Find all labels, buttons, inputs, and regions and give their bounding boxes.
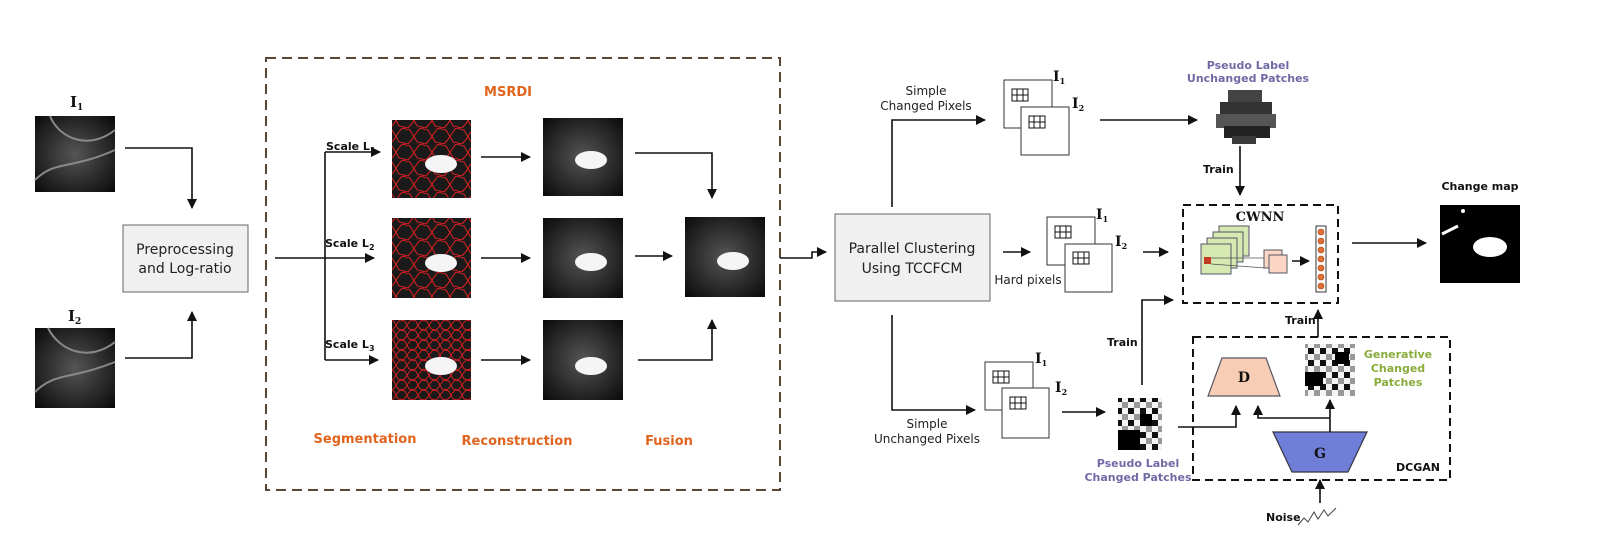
unchanged-patch-i1: I1 bbox=[1035, 351, 1047, 368]
segmentation-image-2 bbox=[392, 218, 471, 298]
stage-fusion: Fusion bbox=[645, 434, 693, 449]
change-map-image bbox=[1440, 205, 1520, 283]
hard-patch-i1: I1 bbox=[1096, 207, 1108, 224]
reconstruction-image-3 bbox=[543, 320, 623, 400]
pseudo-changed-label-1: Pseudo Label bbox=[1097, 457, 1180, 470]
preprocessing-line1: Preprocessing bbox=[136, 242, 234, 258]
discriminator-block: D bbox=[1207, 357, 1281, 397]
preprocessing-box: Preprocessing and Log-ratio bbox=[122, 224, 249, 293]
input-i2: I2 bbox=[34, 307, 116, 408]
hard-patch-stack: I1 I2 bbox=[1046, 207, 1127, 293]
generative-label-3: Patches bbox=[1374, 376, 1423, 389]
segmentation-image-1 bbox=[392, 120, 471, 198]
msrdi-dashed-frame bbox=[265, 57, 781, 491]
pseudo-unchanged-patches-image bbox=[1216, 90, 1276, 144]
discriminator-label: D bbox=[1238, 370, 1250, 386]
unchanged-patch-stack: I1 I2 bbox=[984, 351, 1067, 439]
cwnn-title: CWNN bbox=[1236, 210, 1285, 225]
pseudo-changed-patches-image bbox=[1118, 398, 1162, 450]
train-label-left: Train bbox=[1107, 336, 1138, 349]
segmentation-image-3 bbox=[392, 320, 471, 400]
hard-pixels-label: Hard pixels bbox=[994, 273, 1061, 287]
clustering-line2: Using TCCFCM bbox=[862, 261, 963, 277]
scale-label-2: Scale L2 bbox=[325, 237, 375, 252]
generative-label-2: Changed bbox=[1371, 362, 1425, 375]
scale-label-1: Scale L1 bbox=[326, 140, 376, 155]
noise-label: Noise bbox=[1266, 511, 1301, 524]
dcgan-title: DCGAN bbox=[1396, 461, 1440, 474]
train-label-top: Train bbox=[1203, 163, 1234, 176]
scale-label-3: Scale L3 bbox=[325, 338, 375, 353]
reconstruction-image-2 bbox=[543, 218, 623, 298]
cwnn-dashed-frame bbox=[1182, 204, 1339, 304]
input-i1-label: I1 bbox=[70, 93, 83, 113]
simple-unchanged-label-2: Unchanged Pixels bbox=[874, 432, 980, 446]
generative-label-1: Generative bbox=[1364, 348, 1432, 361]
generated-patches-image bbox=[1305, 344, 1355, 396]
input-image-2 bbox=[35, 328, 115, 408]
input-image-1 bbox=[35, 116, 115, 192]
fusion-image bbox=[685, 217, 765, 297]
pseudo-changed-label-2: Changed Patches bbox=[1084, 471, 1191, 484]
changed-patch-i2: I2 bbox=[1072, 96, 1084, 113]
clustering-line1: Parallel Clustering bbox=[849, 241, 976, 257]
cwnn-network-icon bbox=[1200, 225, 1327, 293]
unchanged-patch-i2: I2 bbox=[1055, 380, 1067, 397]
input-i1: I1 bbox=[34, 93, 116, 192]
stage-reconstruction: Reconstruction bbox=[462, 434, 573, 449]
dcgan-dashed-frame bbox=[1192, 336, 1451, 481]
changed-patch-i1: I1 bbox=[1053, 69, 1065, 86]
clustering-box: Parallel Clustering Using TCCFCM bbox=[834, 213, 991, 302]
hard-patch-i2: I2 bbox=[1115, 234, 1127, 251]
pseudo-unchanged-label-1: Pseudo Label bbox=[1207, 59, 1290, 72]
train-label-right: Train bbox=[1285, 314, 1316, 327]
generator-label: G bbox=[1314, 446, 1326, 462]
noise-glyph bbox=[1297, 507, 1337, 526]
generator-block: G bbox=[1272, 431, 1368, 473]
preprocessing-line2: and Log-ratio bbox=[138, 261, 231, 277]
simple-changed-label-2: Changed Pixels bbox=[880, 99, 971, 113]
changed-patch-stack: I1 I2 bbox=[1003, 69, 1084, 156]
stage-segmentation: Segmentation bbox=[314, 432, 417, 447]
reconstruction-image-1 bbox=[543, 118, 623, 196]
input-i2-label: I2 bbox=[68, 307, 81, 327]
msrdi-title: MSRDI bbox=[484, 85, 532, 100]
simple-unchanged-label-1: Simple bbox=[907, 417, 948, 431]
simple-changed-label-1: Simple bbox=[906, 84, 947, 98]
pseudo-unchanged-label-2: Unchanged Patches bbox=[1187, 72, 1310, 85]
change-map-title: Change map bbox=[1441, 180, 1518, 193]
